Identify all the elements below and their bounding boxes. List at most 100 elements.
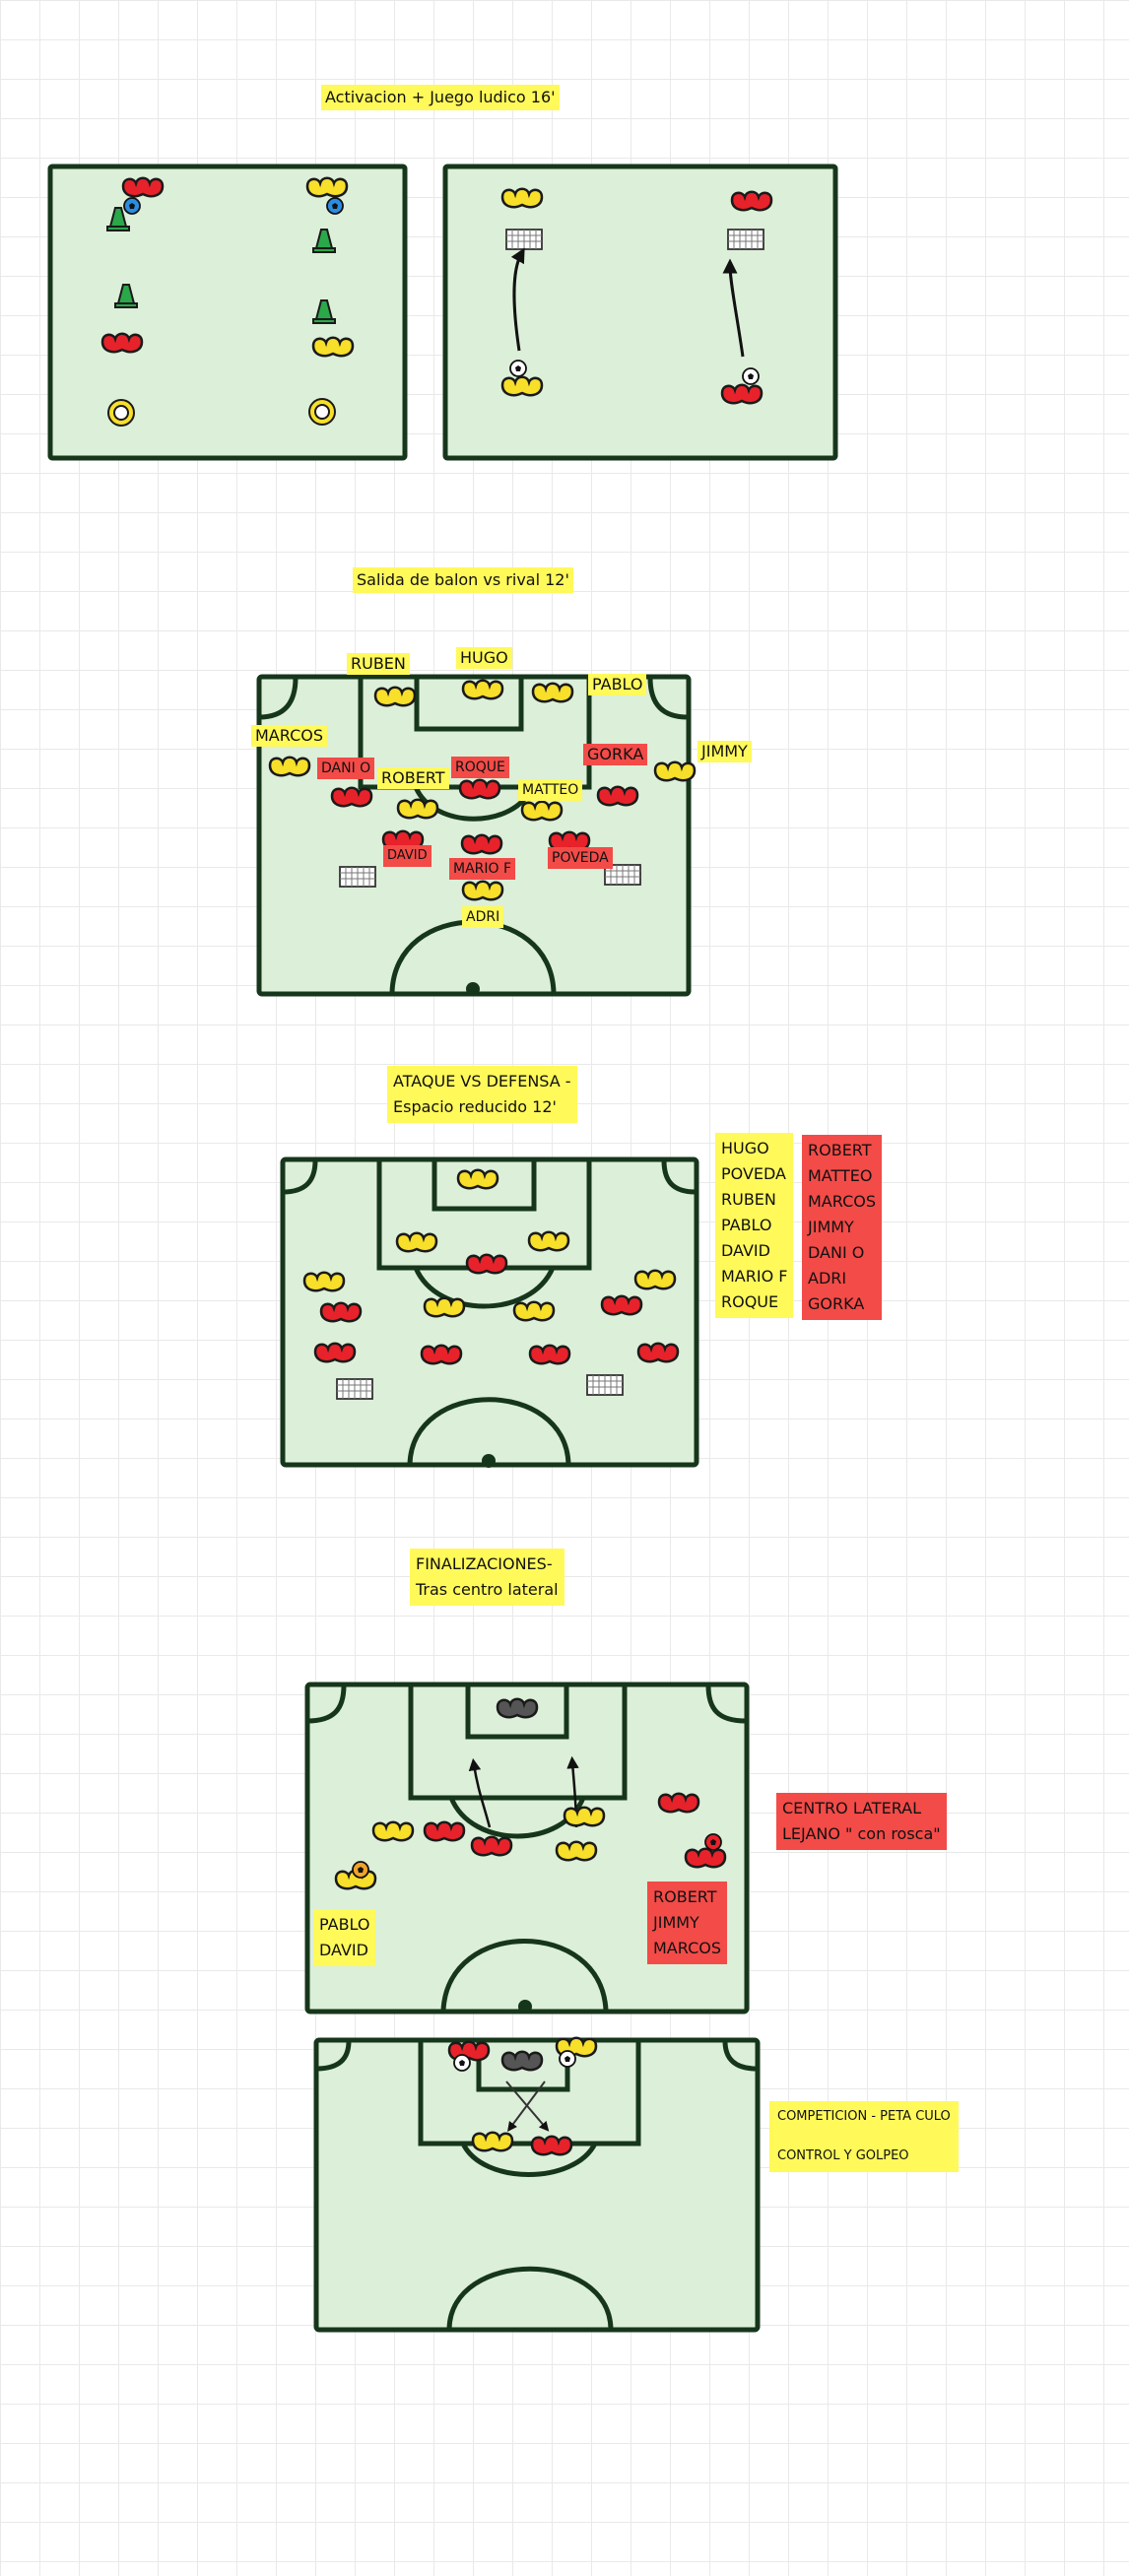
player-red-icon	[730, 190, 773, 212]
goal-icon	[339, 866, 376, 888]
player-yellow-icon	[371, 1820, 415, 1842]
player-yellow-icon	[456, 1168, 499, 1190]
goal-area	[465, 1683, 569, 1740]
arrow-icon	[507, 2081, 546, 2133]
player-yellow-icon	[471, 2131, 514, 2152]
label-adri: ADRI	[462, 906, 504, 928]
player-yellow-icon	[302, 1271, 346, 1292]
competicion-line-1: COMPETICION - PETA CULO	[777, 2109, 951, 2124]
goal-area	[414, 675, 524, 732]
drill-2-field	[256, 674, 697, 997]
centro-lateral-label: CENTRO LATERAL LEJANO " con rosca"	[776, 1793, 947, 1850]
player-yellow-icon	[461, 679, 504, 700]
player-red-icon	[423, 1820, 466, 1842]
player-yellow-icon	[500, 187, 544, 209]
player-red-icon	[600, 1294, 643, 1316]
player-red-icon	[121, 176, 165, 198]
group-red-player: ROBERT	[653, 1887, 717, 1906]
team-yellow-player: DAVID	[721, 1241, 770, 1260]
player-red-icon	[530, 2135, 573, 2156]
team-red-player: MARCOS	[808, 1192, 876, 1211]
ring-icon	[107, 399, 135, 427]
player-red-icon	[720, 383, 764, 405]
goal-icon	[727, 229, 764, 250]
label-robert: ROBERT	[377, 767, 449, 789]
player-yellow-icon	[461, 880, 504, 901]
player-red-icon	[460, 833, 503, 855]
section-title-salida: Salida de balon vs rival 12'	[353, 567, 573, 593]
player-yellow-icon	[531, 682, 574, 703]
team-red-player: ROBERT	[808, 1141, 872, 1159]
drill-5-field	[313, 2036, 761, 2333]
ball-icon	[352, 1861, 369, 1879]
pitch-area	[442, 164, 838, 461]
competicion-line-2: CONTROL Y GOLPEO	[777, 2148, 909, 2163]
ball-icon	[559, 2050, 576, 2068]
team-red-player: MATTEO	[808, 1166, 873, 1185]
player-red-icon	[596, 785, 639, 807]
player-red-icon	[470, 1835, 513, 1857]
label-gorka: GORKA	[583, 744, 648, 765]
player-yellow-icon	[520, 800, 564, 822]
corner-arc	[647, 675, 691, 720]
team-yellow-list: HUGO POVEDA RUBEN PABLO DAVID MARIO F RO…	[715, 1133, 794, 1318]
player-yellow-icon	[396, 798, 439, 820]
team-red-player: DANI O	[808, 1243, 865, 1262]
competicion-label: COMPETICION - PETA CULO CONTROL Y GOLPEO	[769, 2101, 959, 2172]
penalty-arc	[460, 2141, 598, 2177]
penalty-box	[408, 1683, 628, 1801]
label-david: DAVID	[383, 845, 432, 867]
player-yellow-icon	[500, 375, 544, 397]
team-red-player: JIMMY	[808, 1218, 854, 1236]
ball-icon	[326, 197, 344, 215]
player-red-icon	[100, 332, 144, 354]
center-spot	[466, 982, 480, 996]
ball-icon	[742, 367, 760, 385]
player-red-icon	[313, 1342, 357, 1363]
player-red-icon	[458, 778, 501, 800]
team-yellow-player: POVEDA	[721, 1164, 786, 1183]
team-yellow-player: RUBEN	[721, 1190, 776, 1209]
player-red-icon	[684, 1847, 727, 1869]
drill-1-right-field	[442, 164, 838, 461]
title-line-2: Tras centro lateral	[416, 1580, 559, 1599]
label-mario-f: MARIO F	[449, 858, 516, 880]
corner-arc	[722, 2038, 760, 2072]
ball-icon	[453, 2054, 471, 2072]
goal-area	[432, 1157, 537, 1212]
group-red-player: MARCOS	[653, 1939, 721, 1957]
group-yellow-player: DAVID	[319, 1941, 368, 1959]
player-yellow-icon	[423, 1296, 466, 1318]
arrow-icon	[722, 258, 745, 358]
player-yellow-icon	[395, 1231, 438, 1253]
player-yellow-icon	[555, 1840, 598, 1862]
player-red-icon	[528, 1344, 571, 1365]
player-red-icon	[657, 1792, 700, 1814]
team-red-player: ADRI	[808, 1269, 847, 1288]
label-matteo: MATTEO	[518, 779, 583, 801]
drill-4-field	[304, 1682, 750, 2015]
title-line-2: Espacio reducido 12'	[393, 1097, 557, 1116]
corner-arc	[304, 1683, 347, 1724]
label-hugo: HUGO	[456, 647, 512, 669]
goalkeeper-icon	[500, 2050, 544, 2072]
ball-icon	[509, 360, 527, 377]
player-red-icon	[319, 1301, 363, 1323]
player-red-icon	[465, 1253, 508, 1275]
team-red-list: ROBERT MATTEO MARCOS JIMMY DANI O ADRI G…	[802, 1135, 882, 1320]
goalkeeper-icon	[496, 1697, 539, 1719]
team-yellow-player: PABLO	[721, 1216, 772, 1234]
team-red-player: GORKA	[808, 1294, 865, 1313]
group-yellow-player: PABLO	[319, 1915, 370, 1934]
ball-icon	[123, 197, 141, 215]
penalty-box	[418, 2038, 641, 2147]
label-ruben: RUBEN	[347, 653, 410, 675]
player-red-icon	[636, 1342, 680, 1363]
player-yellow-icon	[653, 760, 697, 782]
center-spot	[518, 2000, 532, 2014]
label-poveda: POVEDA	[548, 847, 613, 869]
center-circle	[407, 1397, 571, 1467]
goal-icon	[505, 229, 543, 250]
group-red-label: ROBERT JIMMY MARCOS	[647, 1882, 727, 1964]
drill-3-field	[280, 1156, 699, 1468]
